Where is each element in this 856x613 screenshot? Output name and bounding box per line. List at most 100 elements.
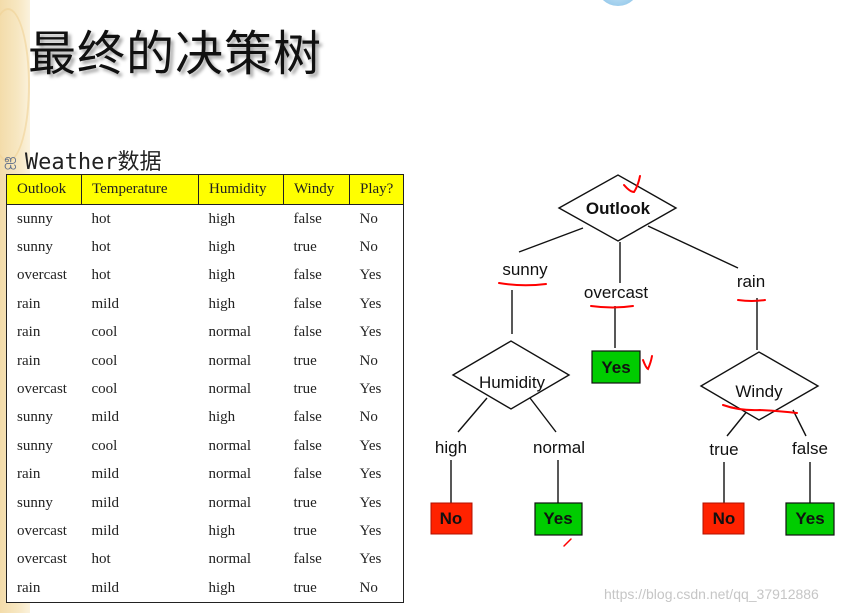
branch-label-overcast: overcast <box>584 283 649 302</box>
tree-edges <box>450 225 811 503</box>
cell-outlook: rain <box>17 295 41 312</box>
node-outlook-label: Outlook <box>586 199 651 218</box>
table-row: sunny mild normal true Yes <box>7 489 403 517</box>
cell-temperature: mild <box>91 522 120 539</box>
cell-play: Yes <box>359 437 382 454</box>
cell-play: Yes <box>359 466 382 483</box>
cell-outlook: sunny <box>17 437 53 454</box>
leaf-true-no <box>702 502 745 535</box>
cell-outlook: sunny <box>17 494 53 511</box>
cell-outlook: overcast <box>17 522 67 539</box>
cell-outlook: rain <box>17 352 41 369</box>
cell-play: Yes <box>359 551 382 568</box>
cell-outlook: sunny <box>17 409 53 426</box>
leaf-false-yes-label: Yes <box>795 509 824 528</box>
cell-play: Yes <box>359 267 382 284</box>
node-outlook <box>557 174 678 242</box>
cell-windy: true <box>293 352 317 369</box>
leaf-overcast-yes <box>591 350 641 384</box>
edge-windy-true <box>726 409 749 437</box>
cell-play: Yes <box>359 295 382 312</box>
underline-annotation-sunny <box>498 282 547 287</box>
cell-outlook: overcast <box>17 551 67 568</box>
cell-outlook: sunny <box>17 210 53 227</box>
cell-temperature: mild <box>91 579 120 596</box>
cell-humidity: high <box>208 579 236 596</box>
column-header-outlook: Outlook <box>7 175 82 205</box>
edge-humidity-normal <box>529 397 557 433</box>
branch-label-rain: rain <box>737 272 765 291</box>
cell-humidity: normal <box>208 494 252 511</box>
cell-temperature: cool <box>91 324 118 341</box>
cell-temperature: hot <box>91 239 111 256</box>
cell-play: No <box>359 579 378 596</box>
underline-annotation-overcast <box>590 305 634 309</box>
branch-label-false: false <box>792 439 828 458</box>
cell-play: No <box>359 239 378 256</box>
leaf-overcast-yes-label: Yes <box>601 358 630 377</box>
cell-humidity: high <box>208 267 236 284</box>
underline-annotation-windy <box>722 404 798 414</box>
cell-play: Yes <box>359 494 382 511</box>
weather-table: Outlook Temperature Humidity Windy Play?… <box>7 175 403 602</box>
branch-label-true: true <box>709 440 738 459</box>
decorative-bubble <box>596 0 640 6</box>
cell-outlook: rain <box>17 579 41 596</box>
node-humidity <box>451 340 571 410</box>
watermark: https://blog.csdn.net/qq_37912886 <box>604 586 819 602</box>
cell-humidity: normal <box>208 466 252 483</box>
cell-temperature: cool <box>91 381 118 398</box>
cell-play: No <box>359 409 378 426</box>
cell-windy: true <box>293 381 317 398</box>
branch-label-normal: normal <box>533 438 585 457</box>
cell-outlook: overcast <box>17 381 67 398</box>
slide-title: 最终的决策树 <box>28 26 323 82</box>
cell-humidity: high <box>208 239 236 256</box>
underline-annotation-rain <box>737 299 766 302</box>
column-header-windy: Windy <box>283 175 350 205</box>
cell-play: Yes <box>359 324 382 341</box>
subtitle-row: ஐ Weather数据 <box>4 144 162 176</box>
scroll-bullet-icon: ஐ <box>4 149 17 169</box>
cell-windy: false <box>293 409 322 426</box>
subtitle: Weather数据 <box>24 150 162 175</box>
cell-play: Yes <box>359 522 382 539</box>
pen-cursor-icon <box>563 538 572 547</box>
cell-windy: false <box>293 466 322 483</box>
weather-table-container: Outlook Temperature Humidity Windy Play?… <box>6 174 404 603</box>
cell-humidity: normal <box>208 381 252 398</box>
cell-temperature: hot <box>91 210 111 227</box>
cell-humidity: normal <box>208 551 252 568</box>
branch-label-high: high <box>435 438 467 457</box>
cell-windy: true <box>293 522 317 539</box>
leaf-true-no-label: No <box>713 509 736 528</box>
cell-windy: true <box>293 239 317 256</box>
cell-humidity: high <box>208 295 236 312</box>
edge-outlook-rain <box>647 225 739 269</box>
cell-windy: true <box>293 494 317 511</box>
cell-outlook: rain <box>17 466 41 483</box>
column-header-temperature: Temperature <box>81 175 199 205</box>
leaf-normal-yes <box>534 502 583 536</box>
cell-play: No <box>359 210 378 227</box>
cell-temperature: mild <box>91 494 120 511</box>
cell-windy: false <box>293 210 322 227</box>
column-header-humidity: Humidity <box>198 175 284 205</box>
cell-humidity: normal <box>208 324 252 341</box>
cell-windy: false <box>293 551 322 568</box>
cell-humidity: normal <box>208 352 252 369</box>
checkmark-annotation-outlook <box>623 175 641 194</box>
node-windy-label: Windy <box>735 382 783 401</box>
cell-windy: false <box>293 324 322 341</box>
edge-outlook-sunny <box>518 227 584 253</box>
